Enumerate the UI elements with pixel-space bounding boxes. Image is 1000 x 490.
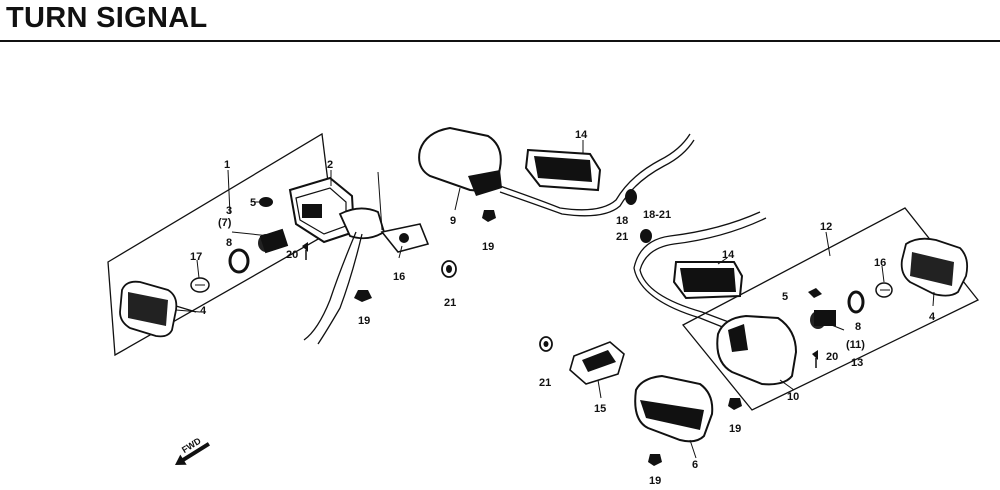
upper-turn-signal-9 xyxy=(418,126,502,196)
left-bolt-19 xyxy=(354,290,372,302)
left-wires xyxy=(303,231,363,345)
callout-5-right: 5 xyxy=(782,291,788,303)
callout-4-right: 4 xyxy=(929,311,936,323)
title-rule xyxy=(0,40,1000,42)
left-gasket xyxy=(228,248,250,274)
callout-18-21: 18-21 xyxy=(643,209,671,221)
fwd-label: FWD xyxy=(180,435,203,455)
callout-4-left: 4 xyxy=(200,305,207,317)
upper-wiring xyxy=(499,133,695,217)
callout-19-left: 19 xyxy=(358,315,370,327)
callout-16-right: 16 xyxy=(874,257,886,269)
lower-bolt-19a xyxy=(728,398,742,410)
left-housing-2 xyxy=(288,176,386,244)
right-relay-14 xyxy=(672,261,744,300)
callout-15: 15 xyxy=(594,403,606,415)
center-bolt-19 xyxy=(482,210,496,222)
lower-grommet-21 xyxy=(539,336,553,352)
callout-14-right: 14 xyxy=(722,249,735,261)
callout-19-bottom: 19 xyxy=(649,475,661,487)
callout-7: (7) xyxy=(218,217,232,229)
right-gasket xyxy=(847,290,865,314)
callout-11: (11) xyxy=(846,339,865,351)
lower-turn-signal-6 xyxy=(634,374,714,443)
center-grommet-18 xyxy=(625,189,637,205)
left-bracket-16 xyxy=(380,223,430,253)
callout-20-right: 20 xyxy=(826,351,838,363)
forward-arrow-icon: FWD xyxy=(175,435,210,465)
callout-labels: 1 2 3 5 (7) 8 20 17 4 16 19 9 14 19 21 1… xyxy=(190,129,936,487)
right-nut xyxy=(808,288,822,298)
right-turn-signal-10 xyxy=(716,314,798,386)
callout-13: 13 xyxy=(851,357,863,369)
callout-10: 10 xyxy=(787,391,799,403)
callout-8-right: 8 xyxy=(855,321,861,333)
right-screw-20 xyxy=(812,350,818,368)
callout-21-upper: 21 xyxy=(616,231,628,243)
right-lens-assembly xyxy=(900,237,969,297)
callout-18: 18 xyxy=(616,215,628,227)
callout-21-lower: 21 xyxy=(539,377,551,389)
callout-21-center: 21 xyxy=(444,297,456,309)
callout-1: 1 xyxy=(224,159,230,171)
callout-19-center: 19 xyxy=(482,241,494,253)
lower-bolt-19b xyxy=(648,454,662,466)
page-title: TURN SIGNAL xyxy=(6,2,208,34)
left-lens-assembly xyxy=(119,280,197,338)
callout-9: 9 xyxy=(450,215,456,227)
left-socket xyxy=(258,228,289,254)
right-assembly-panel xyxy=(681,207,980,411)
callout-14-upper: 14 xyxy=(575,129,588,141)
left-bulb xyxy=(190,277,210,293)
center-grommet-21 xyxy=(640,229,652,243)
left-nut xyxy=(255,197,273,207)
callout-17: 17 xyxy=(190,251,202,263)
right-wiring xyxy=(633,211,767,331)
left-grommet-21 xyxy=(441,260,457,278)
callout-19-lower-right: 19 xyxy=(729,423,741,435)
leader-lines xyxy=(175,140,935,459)
callout-20-left: 20 xyxy=(286,249,298,261)
right-socket xyxy=(810,310,836,329)
callout-3: 3 xyxy=(226,205,232,217)
callout-16-left: 16 xyxy=(393,271,405,283)
callout-5-left: 5 xyxy=(250,197,256,209)
upper-relay-14 xyxy=(524,148,602,192)
right-bulb xyxy=(875,282,893,298)
callout-12: 12 xyxy=(820,221,832,233)
callout-8-left: 8 xyxy=(226,237,232,249)
callout-2: 2 xyxy=(327,159,333,171)
left-screw-20 xyxy=(302,242,308,260)
lower-bracket-15 xyxy=(569,341,625,385)
callout-6: 6 xyxy=(692,459,698,471)
